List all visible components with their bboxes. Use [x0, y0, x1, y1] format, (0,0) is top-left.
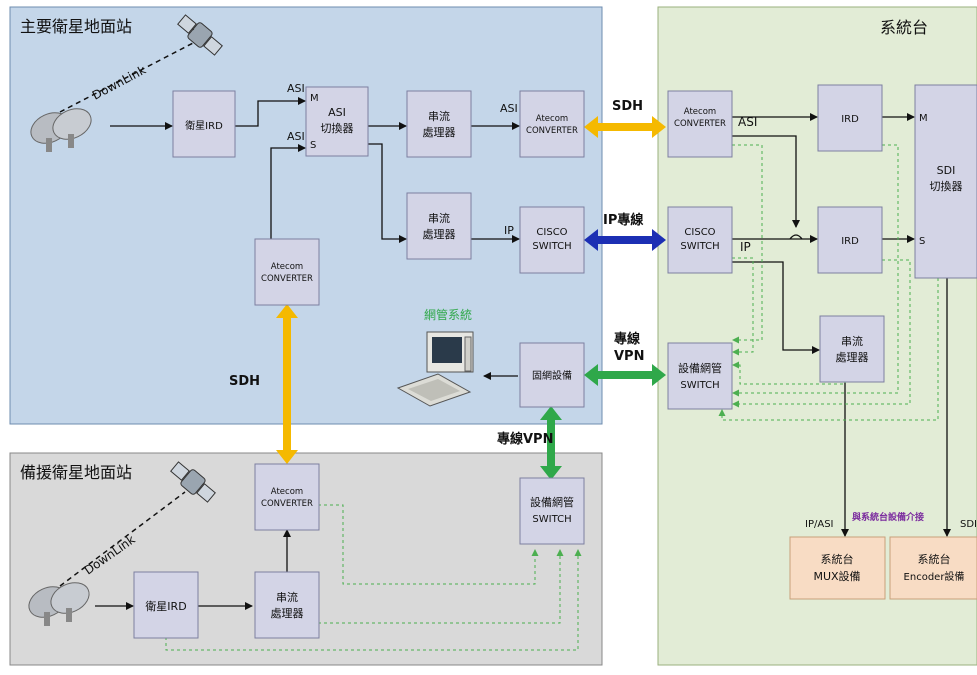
device-box: 衛星IRD	[134, 572, 198, 638]
converter-label: Atecom	[684, 107, 716, 117]
device-box: SDI 切換器 M S	[915, 85, 977, 278]
streamer-label: 處理器	[423, 227, 456, 241]
mgmt-switch-label: 設備網管	[530, 495, 574, 509]
device-box: Atecom CONVERTER	[520, 91, 584, 157]
sdh-label: SDH	[612, 99, 643, 114]
device-box: Atecom CONVERTER	[668, 91, 732, 157]
vpn-label-2: VPN	[614, 349, 644, 364]
switch-label: CISCO	[684, 227, 715, 238]
streamer-label: 處理器	[836, 350, 869, 364]
asi-label: ASI	[500, 102, 518, 115]
asi-switch-sub: 切換器	[321, 122, 354, 135]
mux-label: MUX設備	[813, 569, 860, 583]
ird-sys-2: IRD	[841, 236, 859, 247]
streamer-label: 串流	[276, 590, 298, 604]
ip-line-link	[584, 229, 666, 251]
port-m-label: M	[310, 93, 319, 104]
device-box: 固網設備	[520, 343, 584, 407]
vpn-label-1: 專線	[614, 331, 641, 347]
converter-label: CONVERTER	[674, 119, 726, 129]
vpn-vertical-label: 專線VPN	[497, 431, 553, 447]
system-room-title: 系統台	[880, 18, 928, 37]
device-box: 串流 處理器	[407, 91, 471, 157]
converter-label: CONVERTER	[261, 499, 313, 509]
device-box: 串流 處理器	[255, 572, 319, 638]
converter-label: Atecom	[536, 114, 568, 124]
switch-label: SWITCH	[532, 241, 571, 252]
sdi-switch-label: SDI	[937, 164, 956, 177]
ip-asi-label: IP/ASI	[805, 519, 834, 530]
vpn-link-horizontal	[584, 364, 666, 386]
streamer-label: 串流	[428, 109, 450, 123]
device-box: IRD	[818, 207, 882, 273]
converter-label: Atecom	[271, 487, 303, 497]
device-box: 衛星IRD	[173, 91, 235, 157]
device-box: Atecom CONVERTER	[255, 464, 319, 530]
device-box: CISCO SWITCH	[520, 207, 584, 273]
asi-label: ASI	[287, 130, 305, 143]
main-station-region	[10, 7, 602, 424]
ip-label: IP	[504, 224, 514, 237]
device-box: IRD	[818, 85, 882, 151]
converter-label: CONVERTER	[261, 274, 313, 284]
ird-sys-1: IRD	[841, 114, 859, 125]
streamer-label: 串流	[841, 334, 863, 348]
ird-main: 衛星IRD	[185, 119, 223, 132]
mgmt-switch-label: SWITCH	[680, 380, 719, 391]
device-box: 系統台 MUX設備	[790, 537, 885, 599]
device-box: 串流 處理器	[820, 316, 884, 382]
converter-label: CONVERTER	[526, 126, 578, 136]
sdi-label: SDI	[960, 519, 977, 530]
converter-label: Atecom	[271, 262, 303, 272]
ird-backup: 衛星IRD	[145, 600, 186, 613]
sdh-vertical-label: SDH	[229, 374, 260, 389]
device-box: 設備網管 SWITCH	[668, 343, 732, 409]
encoder-label: Encoder設備	[904, 570, 965, 583]
main-station-title: 主要衛星地面站	[20, 17, 132, 36]
asi-label: ASI	[287, 82, 305, 95]
streamer-label: 處理器	[423, 125, 456, 139]
asi-label: ASI	[738, 115, 757, 129]
device-box: ASI 切換器 M S	[306, 87, 368, 156]
device-box: 系統台 Encoder設備	[890, 537, 977, 599]
ip-label: IP	[740, 240, 751, 254]
fixed-network-label: 固網設備	[532, 369, 572, 382]
device-box: CISCO SWITCH	[668, 207, 732, 273]
device-box: 串流 處理器	[407, 193, 471, 259]
streamer-label: 處理器	[271, 606, 304, 620]
mgmt-switch-label: SWITCH	[532, 514, 571, 525]
sdh-link-horizontal	[584, 116, 666, 138]
mux-label: 系統台	[821, 552, 854, 566]
switch-label: CISCO	[536, 227, 567, 238]
switch-label: SWITCH	[680, 241, 719, 252]
backup-station-title: 備援衛星地面站	[20, 463, 132, 482]
encoder-label: 系統台	[918, 552, 951, 566]
port-s-label: S	[310, 140, 316, 151]
mgmt-switch-label: 設備網管	[678, 361, 722, 375]
interface-label: 與系統台設備介接	[852, 511, 924, 523]
port-m-label: M	[919, 113, 928, 124]
port-s-label: S	[919, 236, 925, 247]
sdi-switch-label: 切換器	[930, 180, 963, 193]
ip-line-label: IP專線	[603, 212, 644, 228]
device-box: 設備網管 SWITCH	[520, 478, 584, 544]
device-box: Atecom CONVERTER	[255, 239, 319, 305]
asi-switch: ASI	[328, 106, 346, 119]
streamer-label: 串流	[428, 211, 450, 225]
nms-label: 網管系統	[424, 307, 472, 322]
